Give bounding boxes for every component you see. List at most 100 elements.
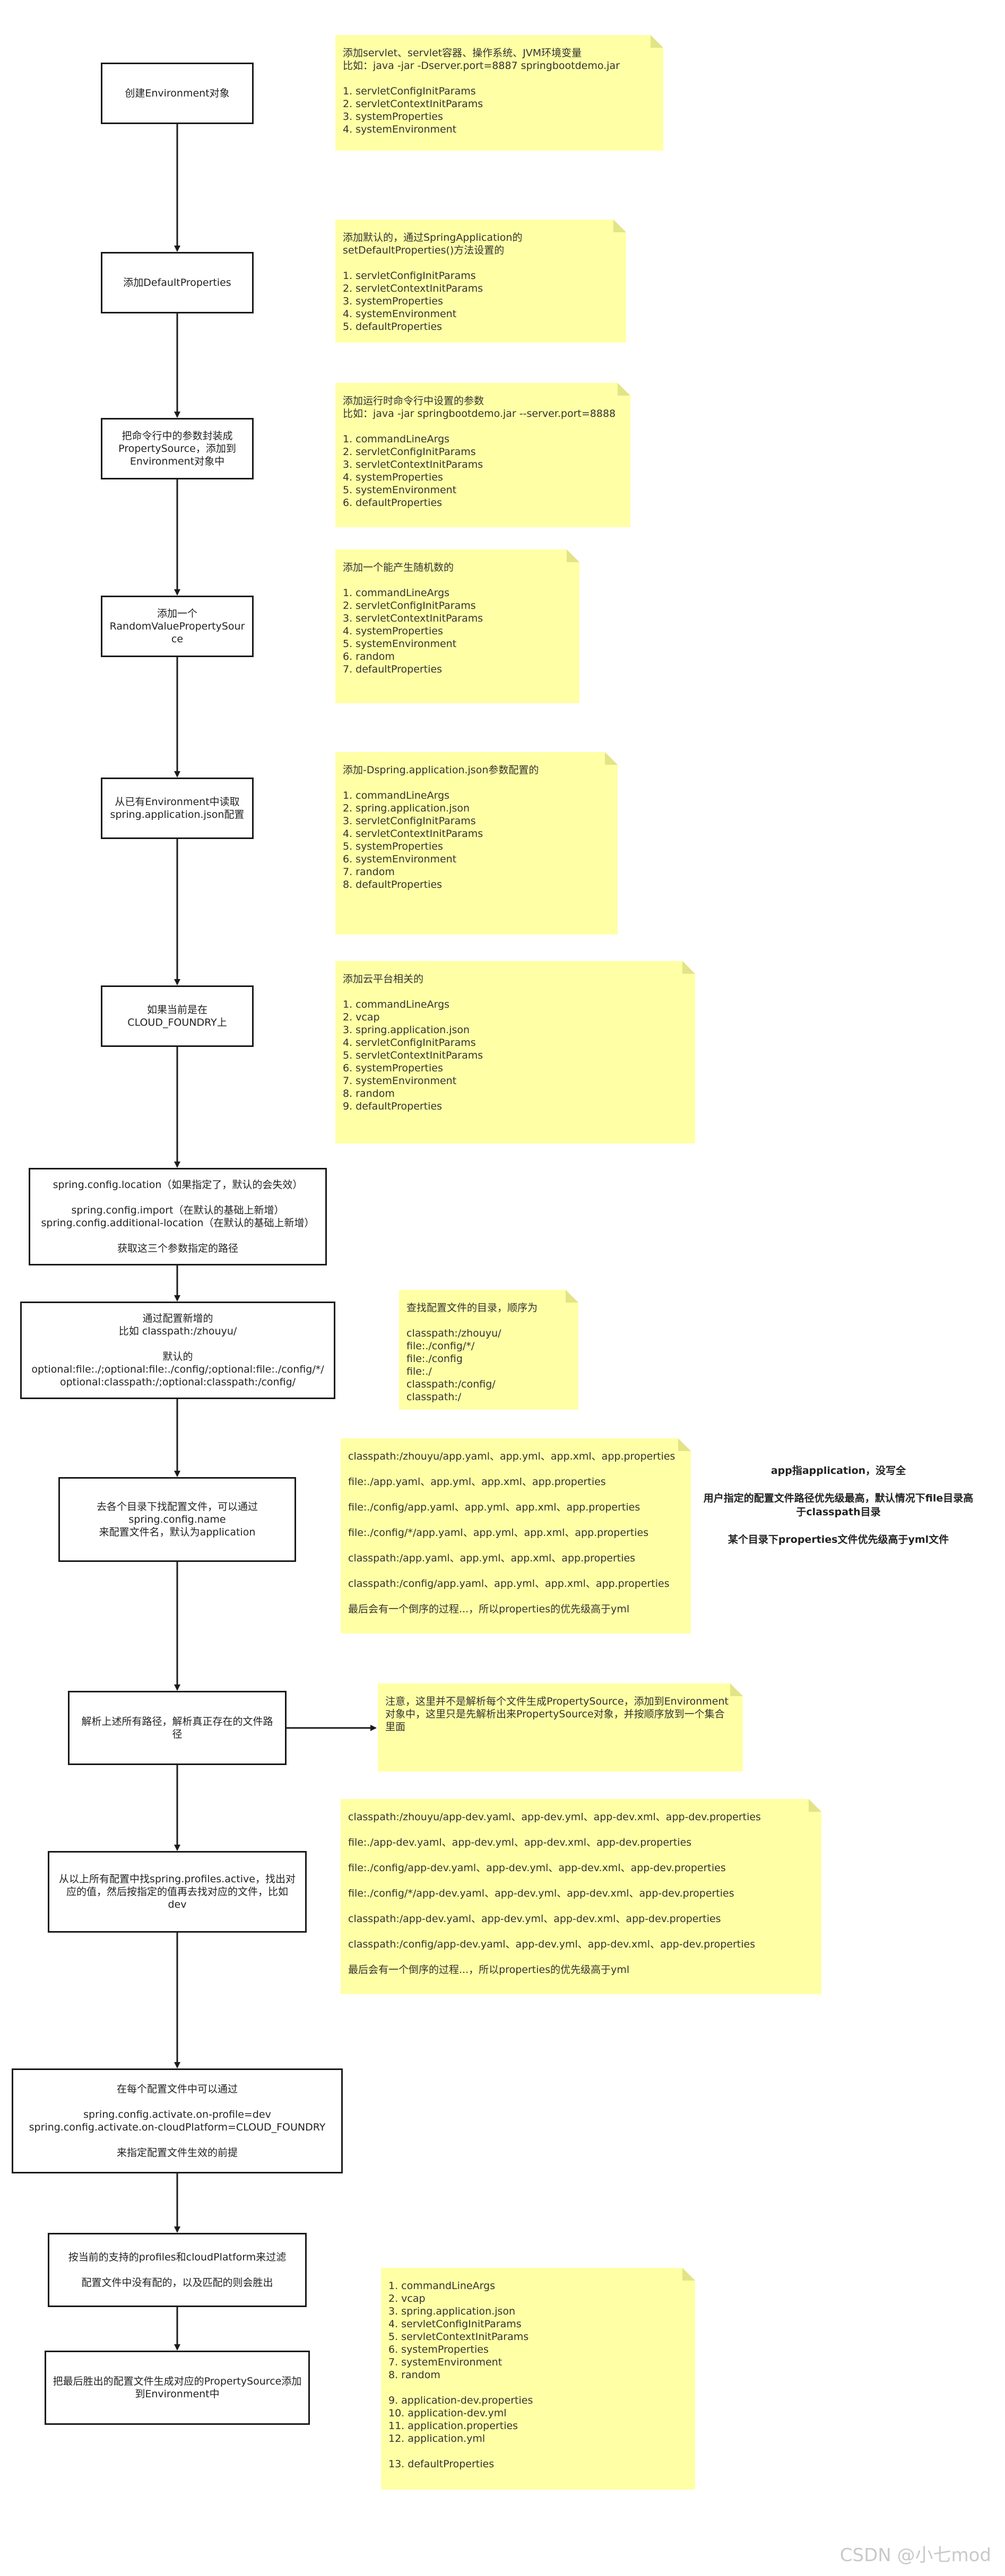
note-text-line: 3. spring.application.json <box>388 2306 516 2317</box>
step-text-line: spring.config.additional-location（在默认的基础… <box>41 1217 315 1229</box>
note-text-line: file:./app-dev.yaml、app-dev.yml、app-dev.… <box>348 1837 692 1848</box>
step-text-line: 解析上述所有路径，解析真正存在的文件路 <box>81 1716 273 1727</box>
note-text-line: 1. commandLineArgs <box>388 2280 496 2292</box>
note-text-line: 2. spring.application.json <box>343 802 470 814</box>
note-text-line <box>343 72 656 85</box>
note-text-line <box>343 776 610 789</box>
note-text-line <box>343 985 688 998</box>
note-text-line: 添加-Dspring.application.json参数配置的 <box>343 764 539 776</box>
note-text-line: 添加servlet、servlet容器、操作系统、JVM环境变量 <box>343 47 582 59</box>
note-text-line: file:./config/*/app-dev.yaml、app-dev.yml… <box>348 1888 734 1899</box>
note-text-line: 4. servletConfigInitParams <box>388 2318 522 2330</box>
note-text-line: 比如：java -jar -Dserver.port=8887 springbo… <box>343 60 620 72</box>
note-text-line: 5. systemEnvironment <box>343 484 457 496</box>
step-text-line: 到Environment中 <box>135 2388 220 2400</box>
note-text-line: 5. systemEnvironment <box>343 638 457 650</box>
note-text-line: 4. systemProperties <box>343 471 443 483</box>
step-text-line: 径 <box>172 1728 183 1740</box>
step-text-line: 通过配置新增的 <box>142 1313 213 1324</box>
note-text-line: 13. defaultProperties <box>388 2458 495 2470</box>
step-text-line: 来配置文件名，默认为application <box>99 1526 256 1538</box>
note-text-line: 9. application-dev.properties <box>388 2395 533 2406</box>
note-text-line: 11. application.properties <box>388 2420 518 2432</box>
note-text-line: 4. systemProperties <box>343 625 443 637</box>
step-text-line: spring.application.json配置 <box>110 809 245 820</box>
note-text-line: classpath:/zhouyu/app-dev.yaml、app-dev.y… <box>348 1811 761 1823</box>
priority-notes: app指application，没写全 用户指定的配置文件路径优先级最高，默认情… <box>700 1464 976 1560</box>
note-text-line: 里面 <box>385 1721 406 1733</box>
note-text-line: 注意，这里并不是解析每个文件生成PropertySource，添加到Enviro… <box>385 1696 729 1707</box>
note-text-line: 添加运行时命令行中设置的参数 <box>343 395 484 407</box>
note-text-line: 5. defaultProperties <box>343 321 443 333</box>
step-text-line: Environment对象中 <box>129 456 225 467</box>
note-text-line: 3. servletConfigInitParams <box>343 815 476 827</box>
note-text-line: 5. servletContextInitParams <box>388 2331 529 2343</box>
note-text-line: 10. application-dev.yml <box>388 2407 507 2419</box>
note-text-line: 4. servletConfigInitParams <box>343 1037 476 1049</box>
step-text-line: RandomValuePropertySour <box>109 621 245 632</box>
step-text-line: dev <box>168 1899 187 1910</box>
note-text-line: classpath:/zhouyu/app.yaml、app.yml、app.x… <box>348 1451 675 1462</box>
note-text-line: setDefaultProperties()方法设置的 <box>343 244 505 256</box>
note-text-line: 对象中，这里只是先解析出来PropertySource对象，并按顺序放到一个集合 <box>385 1708 725 1720</box>
note-spring-application-json: 添加-Dspring.application.json参数配置的 1. comma… <box>335 752 618 935</box>
note-text-line: 查找配置文件的目录，顺序为 <box>406 1302 538 1314</box>
step-text-line: spring.config.name <box>128 1514 226 1525</box>
note-text-line: file:./config/app.yaml、app.yml、app.xml、a… <box>348 1501 640 1513</box>
note-text-line: 3. systemProperties <box>343 295 443 307</box>
note-text-line: file:./config/*/ <box>406 1340 475 1352</box>
note-parse-property-sources: 注意，这里并不是解析每个文件生成PropertySource，添加到Enviro… <box>378 1683 743 1771</box>
note-text-line: 添加一个能产生随机数的 <box>343 562 454 573</box>
note-servlet-jvm-sources: 添加servlet、servlet容器、操作系统、JVM环境变量比如：java … <box>335 35 663 151</box>
note-text-line: 1. commandLineArgs <box>343 790 450 801</box>
note-text-line: 2. vcap <box>388 2293 426 2304</box>
note-text-line: 7. systemEnvironment <box>343 1075 457 1087</box>
note-text-line: 最后会有一个倒序的过程...，所以properties的优先级高于yml <box>348 1603 630 1615</box>
step-text-line: spring.config.activate.on-cloudPlatform=… <box>29 2121 326 2133</box>
step-text-line: 默认的 <box>162 1351 193 1363</box>
note-text-line: 7. defaultProperties <box>343 663 443 675</box>
note-text-line <box>388 2381 688 2394</box>
note-text-line: classpath:/app.yaml、app.yml、app.xml、app.… <box>348 1552 636 1564</box>
step-text-line: 获取这三个参数指定的路径 <box>117 1243 238 1254</box>
note-text-line: 1. servletConfigInitParams <box>343 85 476 97</box>
step-text-line: optional:file:./;optional:file:./config/… <box>31 1364 324 1375</box>
note-text-line: file:./config <box>406 1353 463 1365</box>
note-text-line: 6. defaultProperties <box>343 497 443 509</box>
step-text-line: 应的值，然后按指定的值再去找对应的文件，比如 <box>66 1886 288 1898</box>
note-text-line: file:./config/app-dev.yaml、app-dev.yml、a… <box>348 1862 726 1874</box>
step-text-line: spring.config.import（在默认的基础上新增） <box>71 1204 284 1216</box>
note-text-line: classpath:/config/app-dev.yaml、app-dev.y… <box>348 1938 756 1950</box>
note-text-line: 1. commandLineArgs <box>343 999 450 1010</box>
step-text-line: 在每个配置文件中可以通过 <box>116 2083 238 2095</box>
note-text-line: 6. random <box>343 651 395 662</box>
note-text-line: 6. systemProperties <box>388 2344 489 2355</box>
step-text-line: spring.config.activate.on-profile=dev <box>83 2109 271 2120</box>
note-text-line: 5. systemProperties <box>343 841 443 852</box>
note-text-line <box>343 420 623 433</box>
priority-note-properties-over-yml: 某个目录下properties文件优先级高于yml文件 <box>727 1534 949 1545</box>
note-text-line: 1. servletConfigInitParams <box>343 270 476 282</box>
note-text-line: 4. servletContextInitParams <box>343 828 483 840</box>
step-text-line: 从已有Environment中读取 <box>115 796 240 808</box>
note-text-line: 3. spring.application.json <box>343 1024 470 1036</box>
priority-note-user-path: 用户指定的配置文件路径优先级最高，默认情况下file目录高于classpath目… <box>703 1492 974 1518</box>
note-text-line: file:./app.yaml、app.yml、app.xml、app.prop… <box>348 1476 606 1488</box>
note-text-line: classpath:/config/app.yaml、app.yml、app.x… <box>348 1578 670 1590</box>
step-text-line: 添加DefaultProperties <box>123 277 231 289</box>
step-text-line: spring.config.location（如果指定了，默认的会失效） <box>53 1179 303 1191</box>
note-text-line: 12. application.yml <box>388 2433 486 2444</box>
note-text-line: 7. random <box>343 866 395 878</box>
step-text-line: CLOUD_FOUNDRY上 <box>127 1017 227 1028</box>
note-text-line: 2. servletContextInitParams <box>343 98 483 110</box>
note-text-line: file:./ <box>406 1366 432 1377</box>
note-text-line: 2. servletConfigInitParams <box>343 446 476 458</box>
